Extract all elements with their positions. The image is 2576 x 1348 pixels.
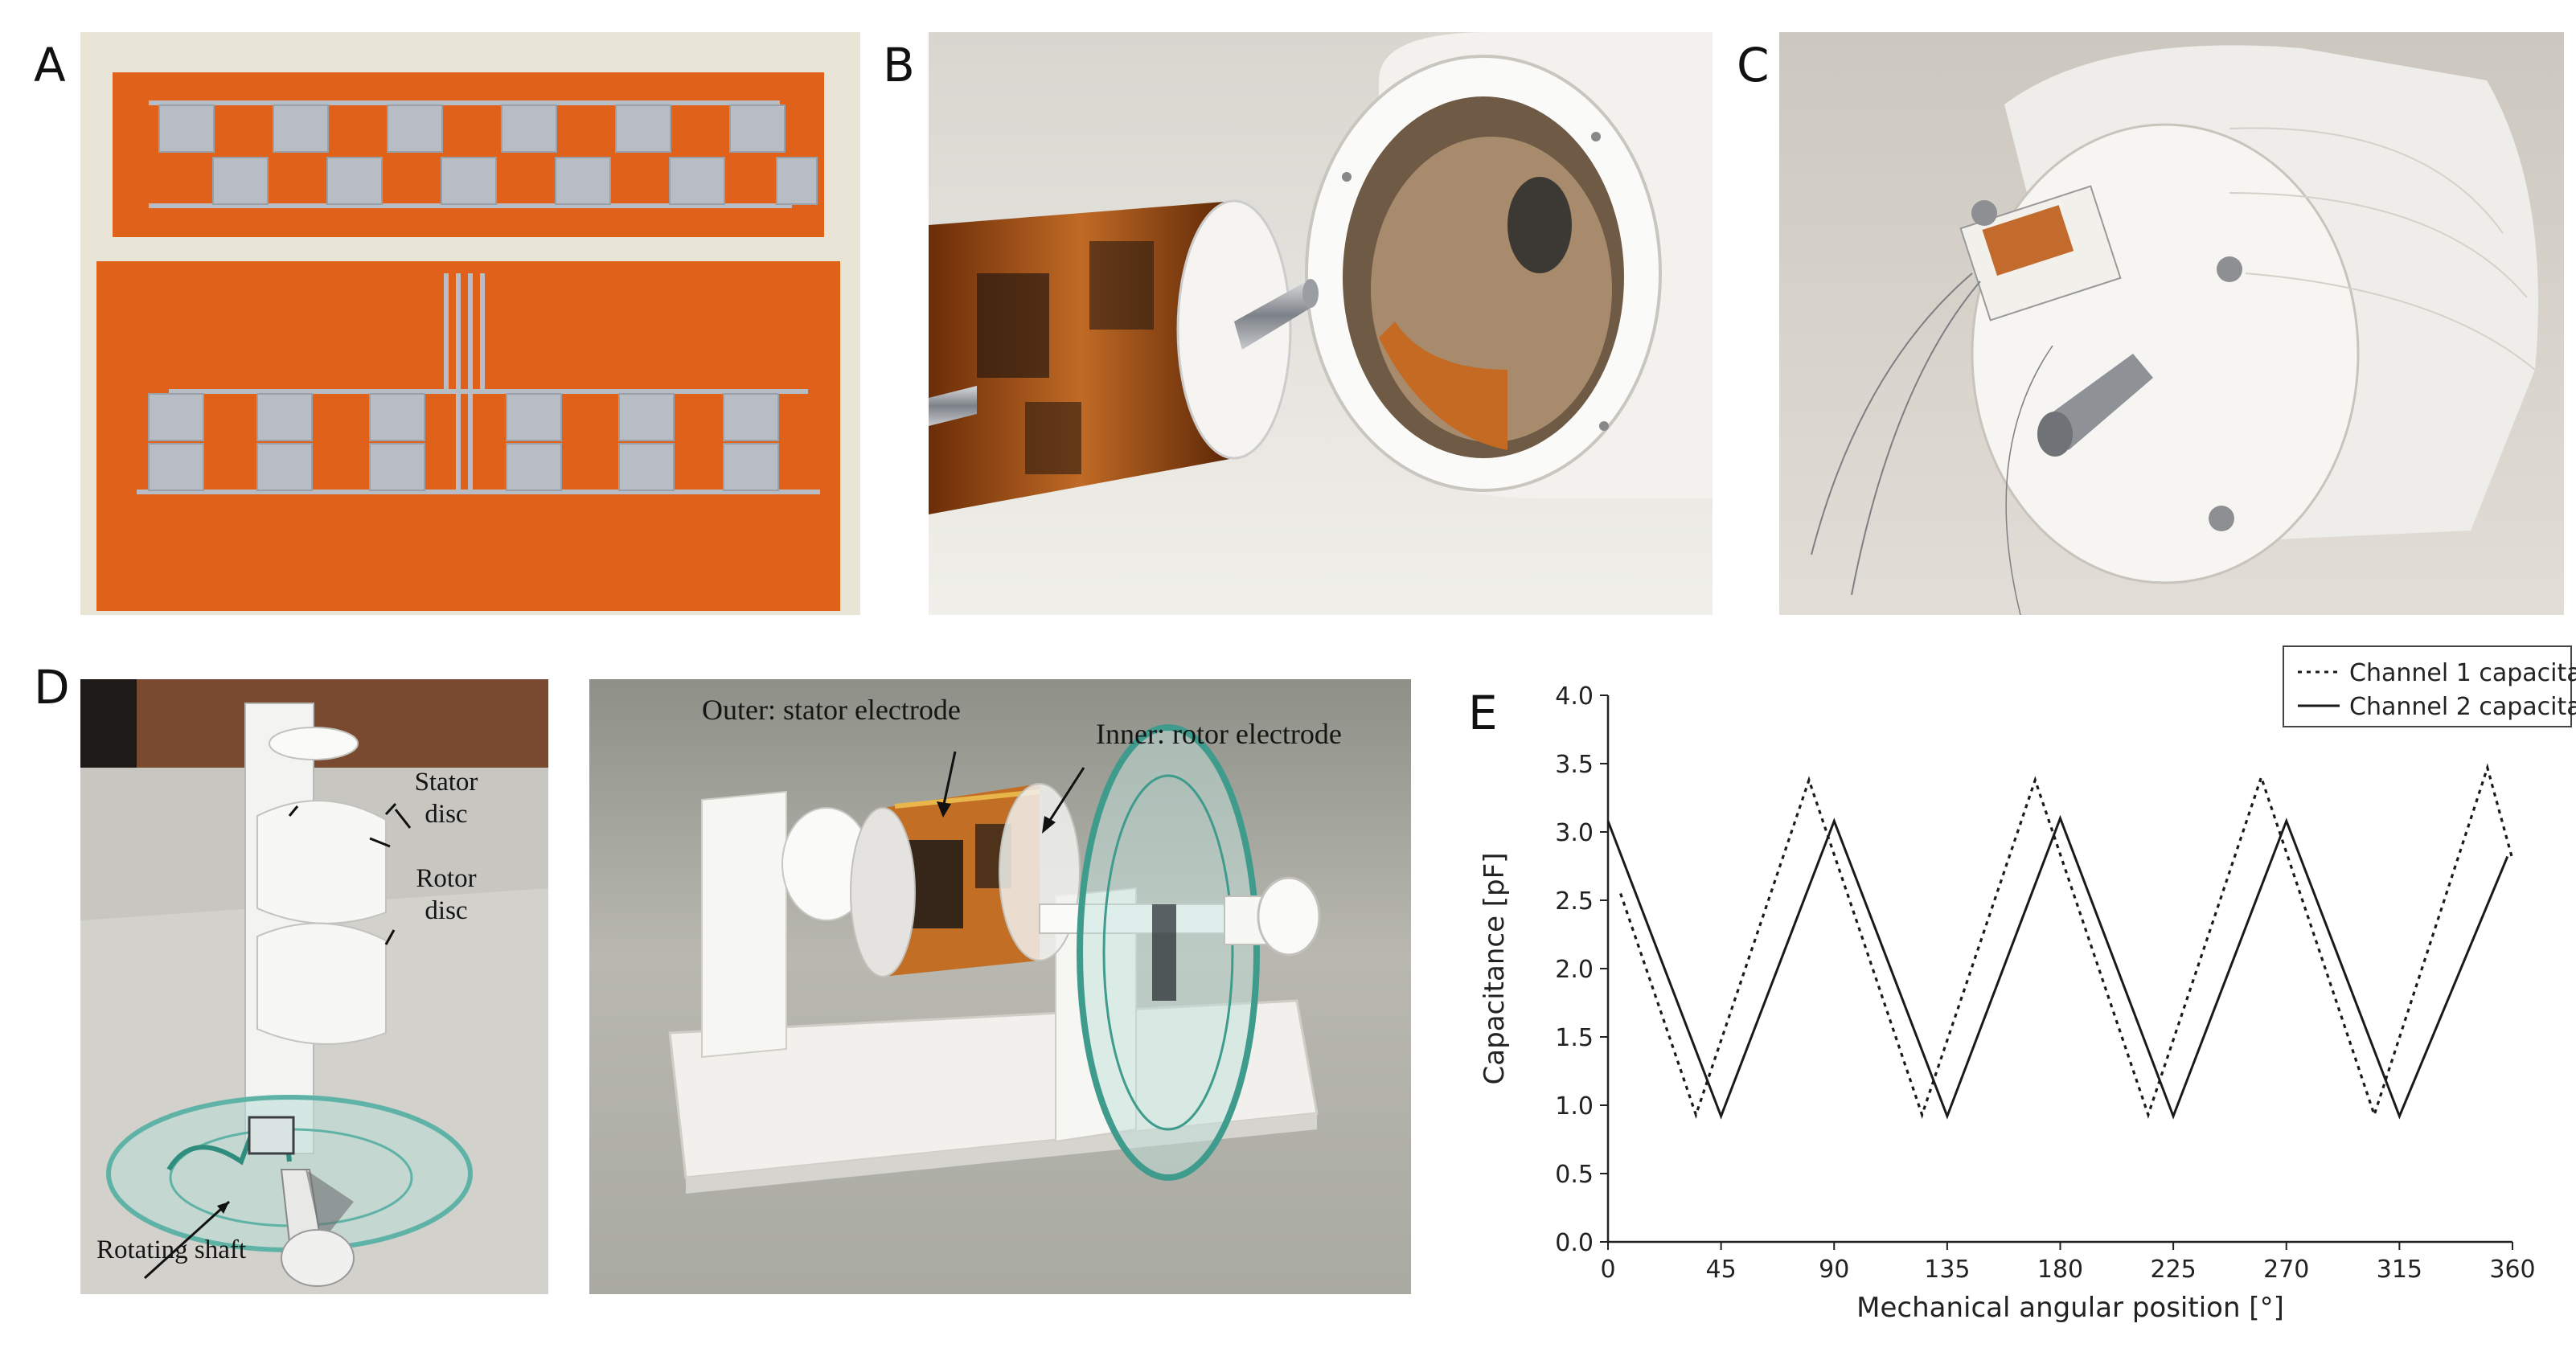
y-tick-label: 2.0 <box>1555 956 1594 984</box>
upper-strip <box>113 72 824 237</box>
photo-a-electrode-strips <box>80 32 860 615</box>
photo-d-horizontal-rig: Outer: stator electrode Inner: rotor ele… <box>589 679 1411 1294</box>
x-tick-label: 90 <box>1819 1256 1849 1284</box>
capacitance-chart: 0.0 0.5 1.0 1.5 2.0 2.5 3.0 3.5 4.0 0 45 90 135 180 2… <box>1479 645 2576 1324</box>
series-layer <box>1606 763 2514 1120</box>
y-axis-label: Capacitance [pF] <box>1479 853 1511 1085</box>
label-stator-disc-line2: disc <box>425 800 467 829</box>
y-tick-label: 2.5 <box>1555 887 1594 916</box>
y-tick-label: 4.0 <box>1555 682 1594 711</box>
label-rotor-disc-line1: Rotor <box>416 864 476 893</box>
label-outer-stator-electrode: Outer: stator electrode <box>702 694 961 726</box>
photo-c-assembled-sensor <box>1779 32 2564 615</box>
label-rotor-disc-line2: disc <box>425 896 467 925</box>
y-tick-label: 3.5 <box>1555 751 1594 779</box>
panel-label-d: D <box>34 660 70 715</box>
series-line-channel-2 <box>1606 814 2509 1120</box>
x-tick-label: 270 <box>2263 1256 2309 1284</box>
label-inner-rotor-electrode: Inner: rotor electrode <box>1096 718 1342 750</box>
axes <box>1606 695 2512 1244</box>
panel-label-e: E <box>1468 686 1498 740</box>
legend-label-channel-1: Channel 1 capacitance <box>2349 659 2576 687</box>
x-tick-label: 135 <box>1924 1256 1970 1284</box>
legend-box <box>2283 645 2572 727</box>
y-tick-label: 3.0 <box>1555 819 1594 847</box>
y-tick-label: 0.0 <box>1555 1229 1594 1257</box>
photo-d-disc-apparatus: Stator disc Rotor disc Rotating shaft <box>80 679 548 1294</box>
x-axis-label: Mechanical angular position [°] <box>1856 1292 2284 1324</box>
x-tick-label: 360 <box>2489 1256 2535 1284</box>
photo-b-rotor-and-housing <box>929 32 1713 615</box>
y-tick-label: 1.5 <box>1555 1024 1594 1052</box>
x-tick-label: 45 <box>1706 1256 1737 1284</box>
x-ticks: 0 45 90 135 180 225 270 315 360 <box>1600 1242 2536 1284</box>
x-tick-label: 180 <box>2037 1256 2083 1284</box>
panel-label-a: A <box>34 38 66 92</box>
y-ticks: 0.0 0.5 1.0 1.5 2.0 2.5 3.0 3.5 4.0 <box>1555 682 1608 1257</box>
label-stator-disc-line1: Stator <box>415 768 478 797</box>
series-line-channel-1 <box>1619 763 2514 1120</box>
y-tick-label: 1.0 <box>1555 1092 1594 1121</box>
y-tick-label: 0.5 <box>1555 1161 1594 1189</box>
legend-label-channel-2: Channel 2 capacitance <box>2349 693 2576 721</box>
x-tick-label: 315 <box>2377 1256 2422 1284</box>
panel-label-b: B <box>883 38 915 92</box>
label-rotating-shaft: Rotating shaft <box>96 1235 246 1264</box>
x-tick-label: 225 <box>2150 1256 2196 1284</box>
panel-label-c: C <box>1737 38 1770 92</box>
legend: Channel 1 capacitanceChannel 2 capacitan… <box>2283 645 2576 727</box>
x-tick-label: 0 <box>1600 1256 1615 1284</box>
